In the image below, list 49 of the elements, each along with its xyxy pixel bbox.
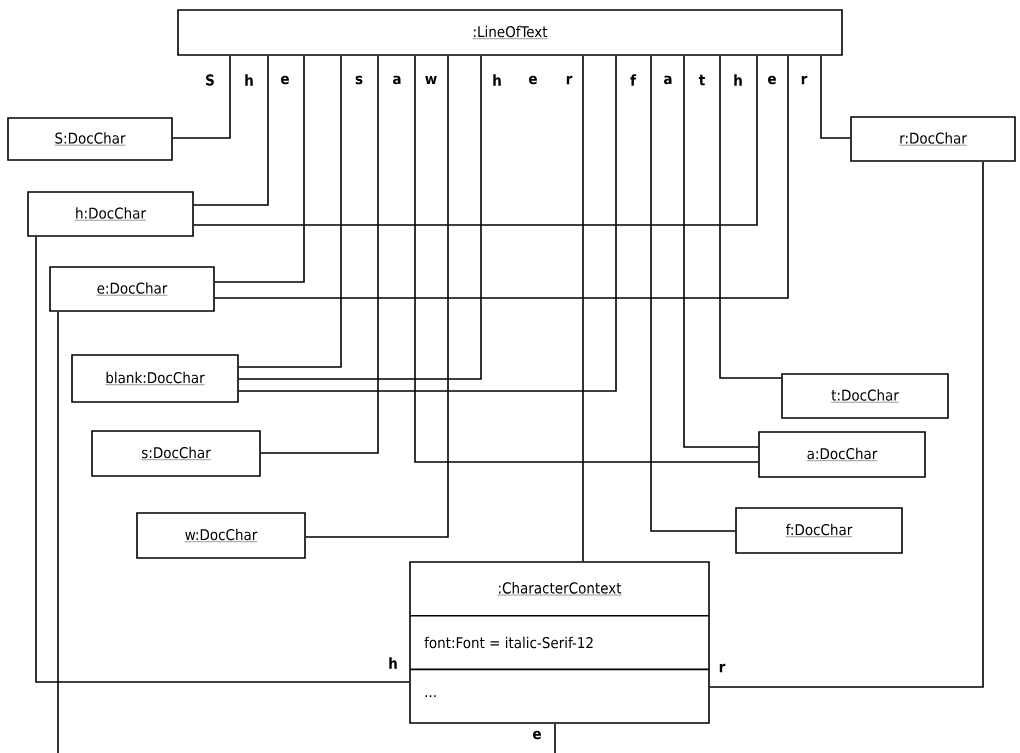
connector-line	[238, 55, 617, 392]
object-box: f:DocChar	[735, 507, 903, 554]
edge-label: f	[630, 74, 637, 86]
edge-label: h	[245, 74, 253, 86]
edge-label: w	[425, 75, 437, 85]
connector-line	[305, 55, 449, 538]
edge-label: s	[355, 75, 363, 85]
connector-line	[57, 311, 556, 753]
object-box: r:DocChar	[850, 116, 1016, 162]
edge-label: r	[719, 663, 726, 673]
object-box: :CharacterContext font:Font = italic-Serif-12 ...	[409, 561, 710, 724]
edge-label: e	[281, 75, 289, 85]
object-box: blank:DocChar	[71, 354, 239, 403]
connector-line	[238, 55, 482, 380]
edge-label: e	[533, 730, 541, 740]
edge-label: r	[801, 75, 808, 85]
letter-label: h	[493, 74, 501, 86]
connector-line	[35, 236, 410, 683]
connector-line	[709, 161, 984, 688]
object-box: w:DocChar	[136, 512, 306, 559]
connector-line	[719, 55, 782, 379]
object-box: t:DocChar	[781, 373, 949, 419]
object-box: s:DocChar	[91, 430, 261, 477]
edge-label: h	[389, 657, 397, 669]
letter-label: e	[529, 75, 537, 85]
edge-label: a	[664, 75, 672, 85]
connector-line	[650, 55, 736, 532]
connector-line	[683, 55, 759, 448]
connector-line	[238, 55, 342, 368]
connector-line	[582, 55, 584, 562]
edge-label: h	[734, 74, 742, 86]
object-box: a:DocChar	[758, 431, 926, 478]
connector-line	[820, 55, 851, 139]
connector-line	[172, 55, 231, 139]
edge-label: t	[698, 74, 705, 86]
connector-line	[214, 55, 789, 299]
object-box: S:DocChar	[7, 117, 173, 161]
connector-line	[193, 55, 269, 206]
letter-label: r	[566, 75, 573, 85]
connector-line	[414, 55, 759, 463]
edge-label: e	[768, 75, 776, 85]
connector-line	[193, 55, 758, 226]
edge-label: a	[393, 75, 401, 85]
connector-line	[260, 55, 379, 454]
object-box: :LineOfText	[177, 9, 843, 56]
object-box: e:DocChar	[49, 266, 215, 312]
connector-line	[214, 55, 305, 283]
edge-label: S	[206, 74, 214, 86]
object-box: h:DocChar	[27, 191, 194, 237]
